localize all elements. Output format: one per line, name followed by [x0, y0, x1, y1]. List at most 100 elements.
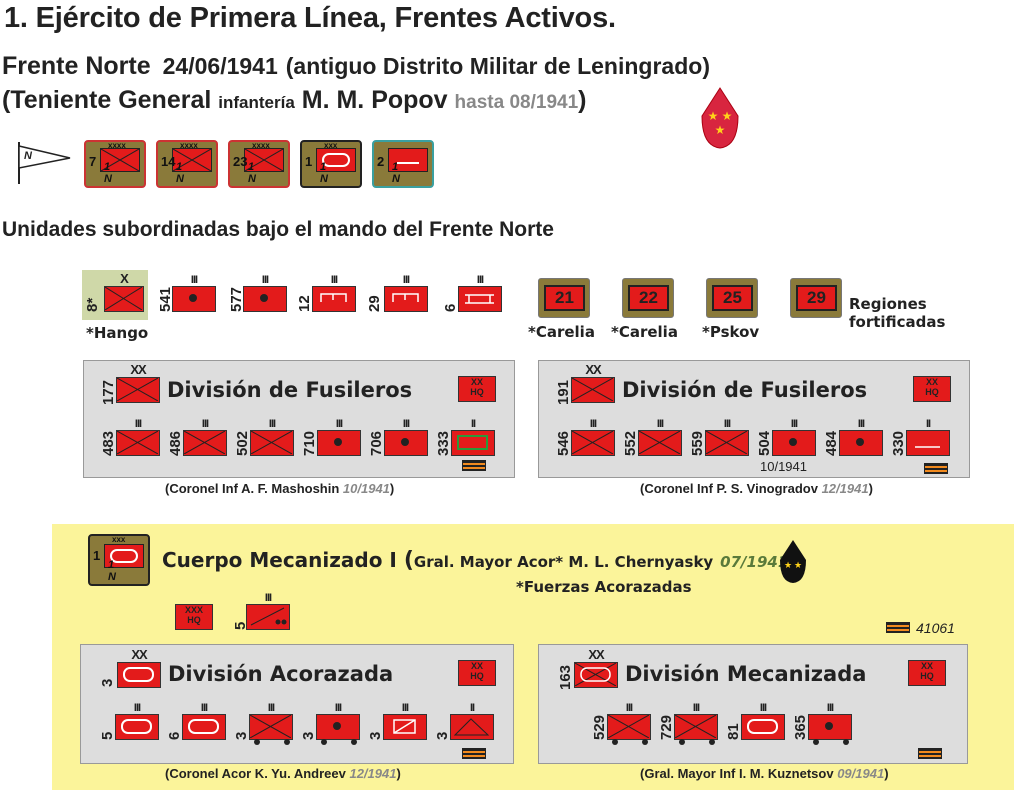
unit-number: 12 [296, 295, 313, 312]
mech-corps-counter[interactable]: xxx 1 1 N [300, 140, 362, 188]
artillery-regiment-710[interactable]: III [317, 419, 361, 456]
counter-bottom: 1 N [320, 161, 337, 185]
svg-text:★: ★ [722, 109, 733, 123]
infantry-cross-icon [117, 378, 158, 401]
division-number: 191 [555, 379, 572, 405]
regiment-number: 706 [368, 430, 385, 456]
fortified-region-29[interactable]: 29 [790, 278, 842, 318]
echelon-mark: X [120, 271, 129, 286]
division-number: 177 [100, 379, 117, 405]
engineer-regiment-29[interactable]: III [384, 275, 428, 312]
fort-label-25: *Pskov [702, 323, 760, 341]
guards-ribbon-icon [462, 748, 486, 759]
motorcycle-regiment-5[interactable]: III [246, 593, 290, 630]
division-number: 163 [557, 664, 574, 690]
fortified-region-22[interactable]: 22 [622, 278, 674, 318]
counter-bottom: 1 N [392, 161, 409, 185]
motor-rifle-regiment-529[interactable]: III [607, 703, 651, 745]
motor-rifle-regiment-729[interactable]: III [674, 703, 718, 745]
engineer-icon [392, 293, 419, 302]
division-3-symbol[interactable]: XX [117, 648, 161, 688]
air-counter[interactable]: 2 1 N [372, 140, 434, 188]
division-number: 3 [99, 678, 116, 687]
hango-number: 8* [84, 297, 101, 312]
counter-echelon: xxxx [252, 141, 270, 150]
counter-number: 23 [233, 154, 248, 169]
rifle-regiment-502[interactable]: III [250, 419, 294, 456]
engineer-regiment-12[interactable]: III [312, 275, 356, 312]
artillery-regiment-541[interactable]: III [172, 275, 216, 312]
mech-corps-counter-main[interactable]: xxx 1 1 N [88, 534, 150, 586]
hango-label: *Hango [86, 324, 149, 342]
tank-icon [123, 667, 154, 682]
svg-text:★: ★ [715, 123, 726, 137]
division-177-symbol[interactable]: XX [116, 363, 160, 403]
bridge-icon [465, 294, 494, 304]
rifle-regiment-546[interactable]: III [571, 419, 615, 456]
artillery-regiment-484[interactable]: III [839, 419, 883, 456]
division-163-symbol[interactable]: XX [574, 648, 618, 688]
fort-number: 25 [712, 285, 753, 311]
rifle-regiment-559[interactable]: III [705, 419, 749, 456]
page-title: 1. Ejército de Primera Línea, Frentes Ac… [4, 2, 616, 34]
fort-number: 21 [544, 285, 585, 311]
tank-regiment-81[interactable]: III [741, 703, 785, 740]
regiment-number: 3 [233, 731, 250, 740]
army-counter-23[interactable]: xxxx 23 1 N [228, 140, 290, 188]
artillery-regiment-577[interactable]: III [243, 275, 287, 312]
recon-battalion-330[interactable]: II [906, 419, 950, 456]
front-region: (antiguo Distrito Militar de Leningrado) [285, 53, 710, 79]
fortified-region-25[interactable]: 25 [706, 278, 758, 318]
counter-unit-symbol [388, 148, 428, 172]
tank-regiment-6[interactable]: III [182, 703, 226, 740]
recon-battalion-3[interactable]: III [383, 703, 427, 740]
army-counter-14[interactable]: xxxx 14 1 N [156, 140, 218, 188]
regiment-number: 3 [434, 731, 451, 740]
echelon-mark: XX [585, 362, 601, 377]
subordinate-heading: Unidades subordinadas bajo el mando del … [2, 218, 554, 241]
engineer-battalion-3[interactable]: II [450, 703, 494, 740]
regiment-number: 330 [890, 430, 907, 456]
division-title: División Acorazada [168, 662, 394, 686]
general-rank-insignia-icon: ★ ★ ★ [701, 87, 739, 149]
infantry-cross-icon [105, 287, 142, 310]
artillery-regiment-3[interactable]: III [316, 703, 360, 745]
tank-regiment-5[interactable]: III [115, 703, 159, 740]
fort-number: 22 [628, 285, 669, 311]
rifle-regiment-552[interactable]: III [638, 419, 682, 456]
recon-battalion-333[interactable]: II [451, 419, 495, 456]
division-title: División de Fusileros [167, 378, 413, 402]
artillery-regiment-706[interactable]: III [384, 419, 428, 456]
regiment-number: 5 [99, 731, 116, 740]
regiment-number: 546 [555, 430, 572, 456]
svg-text:★: ★ [784, 560, 792, 570]
guards-ribbon-icon [886, 622, 910, 633]
cmd-name: M. M. Popov [301, 86, 448, 114]
artillery-regiment-365[interactable]: III [808, 703, 852, 745]
division-title: División Mecanizada [625, 662, 867, 686]
counter-number: 14 [161, 154, 176, 169]
regiment-number: 3 [300, 731, 317, 740]
armored-note: *Fuerzas Acorazadas [516, 578, 692, 596]
rifle-regiment-483[interactable]: III [116, 419, 160, 456]
division-191-symbol[interactable]: XX [571, 363, 615, 403]
unit-number: 6 [442, 303, 459, 312]
hango-brigade[interactable]: X [104, 272, 144, 312]
counter-unit-symbol [244, 148, 284, 172]
fort-label-22: *Carelia [611, 323, 678, 341]
artillery-regiment-504[interactable]: III [772, 419, 816, 456]
fortified-region-21[interactable]: 21 [538, 278, 590, 318]
pennant-letter: N [24, 150, 32, 162]
army-counter-7[interactable]: xxxx 7 1 N [84, 140, 146, 188]
motor-rifle-regiment-3[interactable]: III [249, 703, 293, 745]
regiment-number: 710 [301, 430, 318, 456]
rifle-regiment-486[interactable]: III [183, 419, 227, 456]
pontoon-regiment-6[interactable]: III [458, 275, 502, 312]
fort-label-21: *Carelia [528, 323, 595, 341]
guards-ribbon-icon [462, 460, 486, 471]
counter-bottom: 1 N [176, 161, 193, 185]
